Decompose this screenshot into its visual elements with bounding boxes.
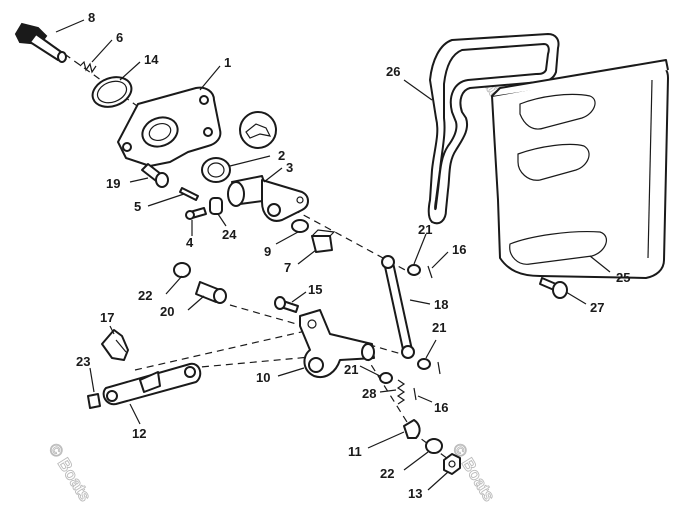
callout-21-right: 21 (432, 320, 446, 335)
cotter-pin-16-top (427, 265, 433, 279)
cover-25 (491, 59, 669, 279)
cam-11 (403, 419, 421, 439)
pin-5 (179, 187, 199, 201)
cotter-pin-16-lower (413, 387, 417, 401)
watermark-corner-right: © Boats (449, 440, 499, 505)
bushing-2 (201, 157, 231, 183)
callout-18: 18 (434, 297, 448, 312)
callout-27: 27 (590, 300, 604, 315)
screw-4 (185, 207, 207, 220)
handle-rod-8 (14, 22, 67, 63)
washer-9 (291, 219, 309, 233)
link-arm-12 (102, 362, 202, 406)
bracket-1 (117, 86, 222, 167)
pin-23 (87, 393, 101, 409)
callout-4: 4 (186, 235, 194, 250)
callout-3: 3 (286, 160, 293, 175)
spring-28 (396, 379, 406, 405)
nut-22-left (173, 262, 191, 278)
callout-2: 2 (278, 148, 285, 163)
screw-15 (274, 296, 299, 313)
callout-22-left: 22 (138, 288, 152, 303)
callout-28: 28 (362, 386, 376, 401)
callout-6: 6 (116, 30, 123, 45)
gasket-26 (427, 33, 560, 225)
callout-20: 20 (160, 304, 174, 319)
callout-19: 19 (106, 176, 120, 191)
callout-17: 17 (100, 310, 114, 325)
screw-19 (141, 163, 169, 188)
o-ring-14 (91, 76, 133, 108)
shaft-arm-3 (227, 175, 309, 222)
detail-inset (239, 111, 277, 149)
callout-15: 15 (308, 282, 322, 297)
watermark-corner-left: © Boats (45, 440, 95, 505)
washer-21-right (417, 358, 431, 370)
bolt-27 (539, 277, 568, 299)
washer-21-top (407, 264, 421, 276)
callout-1: 1 (224, 55, 231, 70)
callout-10: 10 (256, 370, 270, 385)
callout-numbers: 1 2 3 4 5 6 7 8 9 10 11 12 13 14 15 16 1… (76, 10, 630, 501)
leader-lines (55, 19, 611, 491)
link-rod-18 (381, 255, 415, 359)
callout-13: 13 (408, 486, 422, 501)
bolt-7 (311, 229, 336, 253)
callout-9: 9 (264, 244, 271, 259)
callout-16-top: 16 (452, 242, 466, 257)
callout-24: 24 (222, 227, 237, 242)
callout-16-lower: 16 (434, 400, 448, 415)
callout-11: 11 (348, 444, 362, 459)
nut-13 (443, 453, 461, 475)
callout-5: 5 (134, 199, 141, 214)
callout-12: 12 (132, 426, 146, 441)
clip-17 (101, 329, 129, 361)
callout-23: 23 (76, 354, 90, 369)
callout-14: 14 (144, 52, 159, 67)
roller-24 (209, 197, 223, 215)
callout-21-top: 21 (418, 222, 432, 237)
callout-8: 8 (88, 10, 95, 25)
callout-26: 26 (386, 64, 400, 79)
cotter-pin-16-right (437, 361, 441, 375)
stud-20 (195, 281, 227, 304)
spring-6 (79, 60, 97, 74)
lever-10 (299, 309, 375, 378)
callout-25: 25 (616, 270, 630, 285)
washer-22-lower (425, 438, 443, 454)
washer-21-middle (379, 372, 393, 384)
callout-22-lower: 22 (380, 466, 394, 481)
callout-7: 7 (284, 260, 291, 275)
callout-21-middle: 21 (344, 362, 358, 377)
